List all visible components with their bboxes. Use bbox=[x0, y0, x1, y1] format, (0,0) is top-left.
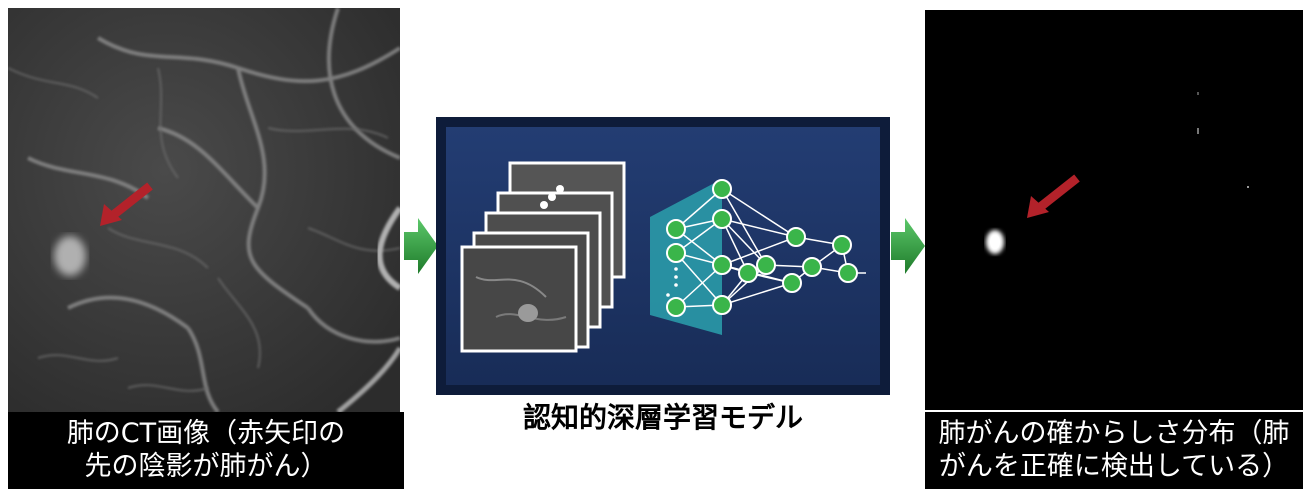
probability-map bbox=[925, 10, 1303, 410]
model-caption: 認知的深層学習モデル bbox=[522, 401, 803, 434]
deep-learning-model bbox=[436, 117, 890, 395]
output-caption: 肺がんの確からしさ分布（肺 がんを正確に検出している） bbox=[925, 412, 1303, 489]
neural-nodes bbox=[666, 179, 858, 317]
green-arrow-icon bbox=[891, 218, 925, 274]
red-arrow-icon bbox=[100, 182, 153, 226]
ct-image bbox=[8, 8, 400, 412]
ct-scan-graphic bbox=[8, 8, 400, 412]
red-arrow-icon bbox=[1027, 174, 1080, 218]
probability-map-graphic bbox=[925, 10, 1303, 410]
network-ellipsis-dots bbox=[666, 267, 678, 297]
output-caption-line1: 肺がんの確からしさ分布（肺 bbox=[938, 418, 1290, 449]
nodule bbox=[54, 236, 86, 276]
green-arrow-icon bbox=[404, 218, 438, 274]
ct-caption-line1: 肺のCT画像（赤矢印の bbox=[66, 418, 346, 449]
ct-caption: 肺のCT画像（赤矢印の 先の陰影が肺がん） bbox=[8, 412, 404, 489]
output-caption-line2: がんを正確に検出している） bbox=[938, 451, 1290, 482]
ct-caption-line2: 先の陰影が肺がん） bbox=[84, 451, 328, 482]
model-graphic bbox=[436, 117, 890, 395]
input-image-stack bbox=[460, 161, 626, 353]
